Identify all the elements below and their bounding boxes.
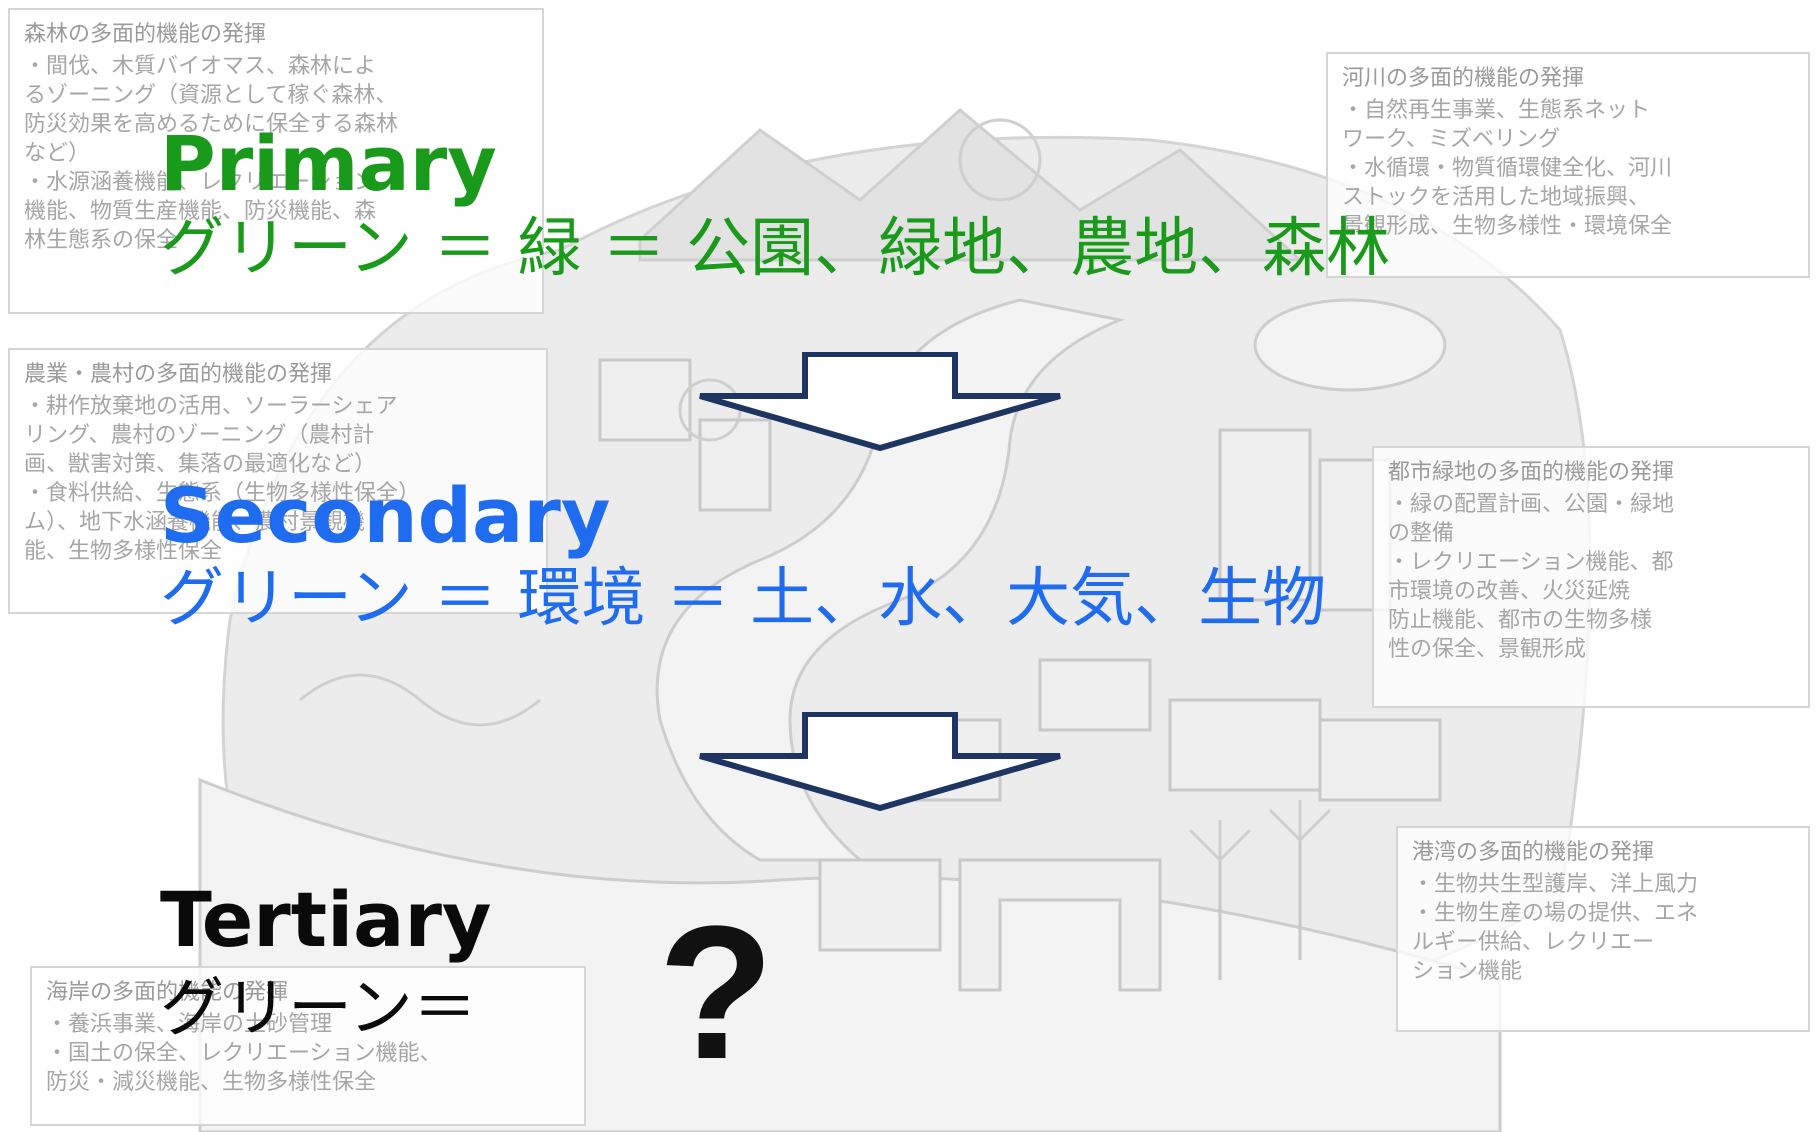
forest-box-item-2: ・水源涵養機能、レクリエーション 機能、物質生産機能、防災機能、森 林生態系の保…	[24, 170, 377, 253]
question-mark: ?	[658, 887, 775, 1099]
agriculture-box-item-1: ・耕作放棄地の活用、ソーラーシェア リング、農村のゾーニング（農村計 画、獣害対…	[24, 394, 398, 477]
down-arrow-icon	[699, 712, 1061, 812]
forest-functions-box: 森林の多面的機能の発揮 ・間伐、木質バイオマス、森林によ るゾーニング（資源とし…	[8, 8, 544, 314]
primary-tier: Primary グリーン ＝ 緑 ＝ 公園、緑地、農地、森林	[160, 119, 1391, 286]
coast-box-title: 海岸の多面的機能の発揮	[46, 980, 289, 1005]
port-box-item-1: ・生物共生型護岸、洋上風力	[1412, 872, 1699, 897]
urban-green-functions-box: 都市緑地の多面的機能の発揮 ・緑の配置計画、公園・緑地 の整備 ・レクリエーショ…	[1372, 446, 1810, 708]
port-box-title: 港湾の多面的機能の発揮	[1412, 840, 1655, 865]
agriculture-box-item-2: ・食料供給、生態系（生物多様性保全） ム）、地下水涵養機能、農村景観機 能、生物…	[24, 481, 421, 564]
agriculture-box-title: 農業・農村の多面的機能の発揮	[24, 362, 333, 387]
urban-box-item-2: ・レクリエーション機能、都 市環境の改善、火災延焼 防止機能、都市の生物多様 性…	[1388, 550, 1674, 662]
river-functions-box: 河川の多面的機能の発揮 ・自然再生事業、生態系ネット ワーク、ミズベリング ・水…	[1326, 52, 1810, 278]
secondary-label: Secondary	[160, 471, 611, 560]
tertiary-label: Tertiary	[160, 875, 492, 964]
tertiary-tier: Tertiary グリーン＝	[160, 875, 492, 1046]
port-box-item-2: ・生物生産の場の提供、エネ ルギー供給、レクリエー ション機能	[1412, 901, 1699, 984]
forest-box-title: 森林の多面的機能の発揮	[24, 22, 267, 47]
port-functions-box: 港湾の多面的機能の発揮 ・生物共生型護岸、洋上風力 ・生物生産の場の提供、エネ …	[1396, 826, 1810, 1032]
secondary-tier: Secondary グリーン ＝ 環境 ＝ 土、水、大気、生物	[160, 471, 1327, 636]
urban-box-title: 都市緑地の多面的機能の発揮	[1388, 460, 1675, 485]
primary-equation: グリーン ＝ 緑 ＝ 公園、緑地、農地、森林	[160, 212, 1391, 286]
river-box-title: 河川の多面的機能の発揮	[1342, 66, 1585, 91]
coast-box-item-1: ・養浜事業、海岸の土砂管理	[46, 1012, 333, 1037]
urban-box-item-1: ・緑の配置計画、公園・緑地 の整備	[1388, 492, 1675, 546]
river-box-item-2: ・水循環・物質循環健全化、河川 ストックを活用した地域振興、 景観形成、生物多様…	[1342, 156, 1673, 239]
down-arrow-icon	[699, 352, 1061, 452]
coast-box-item-2: ・国土の保全、レクリエーション機能、 防災・減災機能、生物多様性保全	[46, 1041, 442, 1095]
secondary-equation: グリーン ＝ 環境 ＝ 土、水、大気、生物	[160, 562, 1327, 636]
tertiary-equation: グリーン＝	[160, 972, 477, 1046]
river-box-item-1: ・自然再生事業、生態系ネット ワーク、ミズベリング	[1342, 98, 1651, 152]
coast-functions-box: 海岸の多面的機能の発揮 ・養浜事業、海岸の土砂管理 ・国土の保全、レクリエーショ…	[30, 966, 586, 1126]
primary-label: Primary	[160, 119, 497, 208]
agriculture-functions-box: 農業・農村の多面的機能の発揮 ・耕作放棄地の活用、ソーラーシェア リング、農村の…	[8, 348, 548, 614]
forest-box-item-1: ・間伐、木質バイオマス、森林によ るゾーニング（資源として稼ぐ森林、 防災効果を…	[24, 54, 399, 166]
